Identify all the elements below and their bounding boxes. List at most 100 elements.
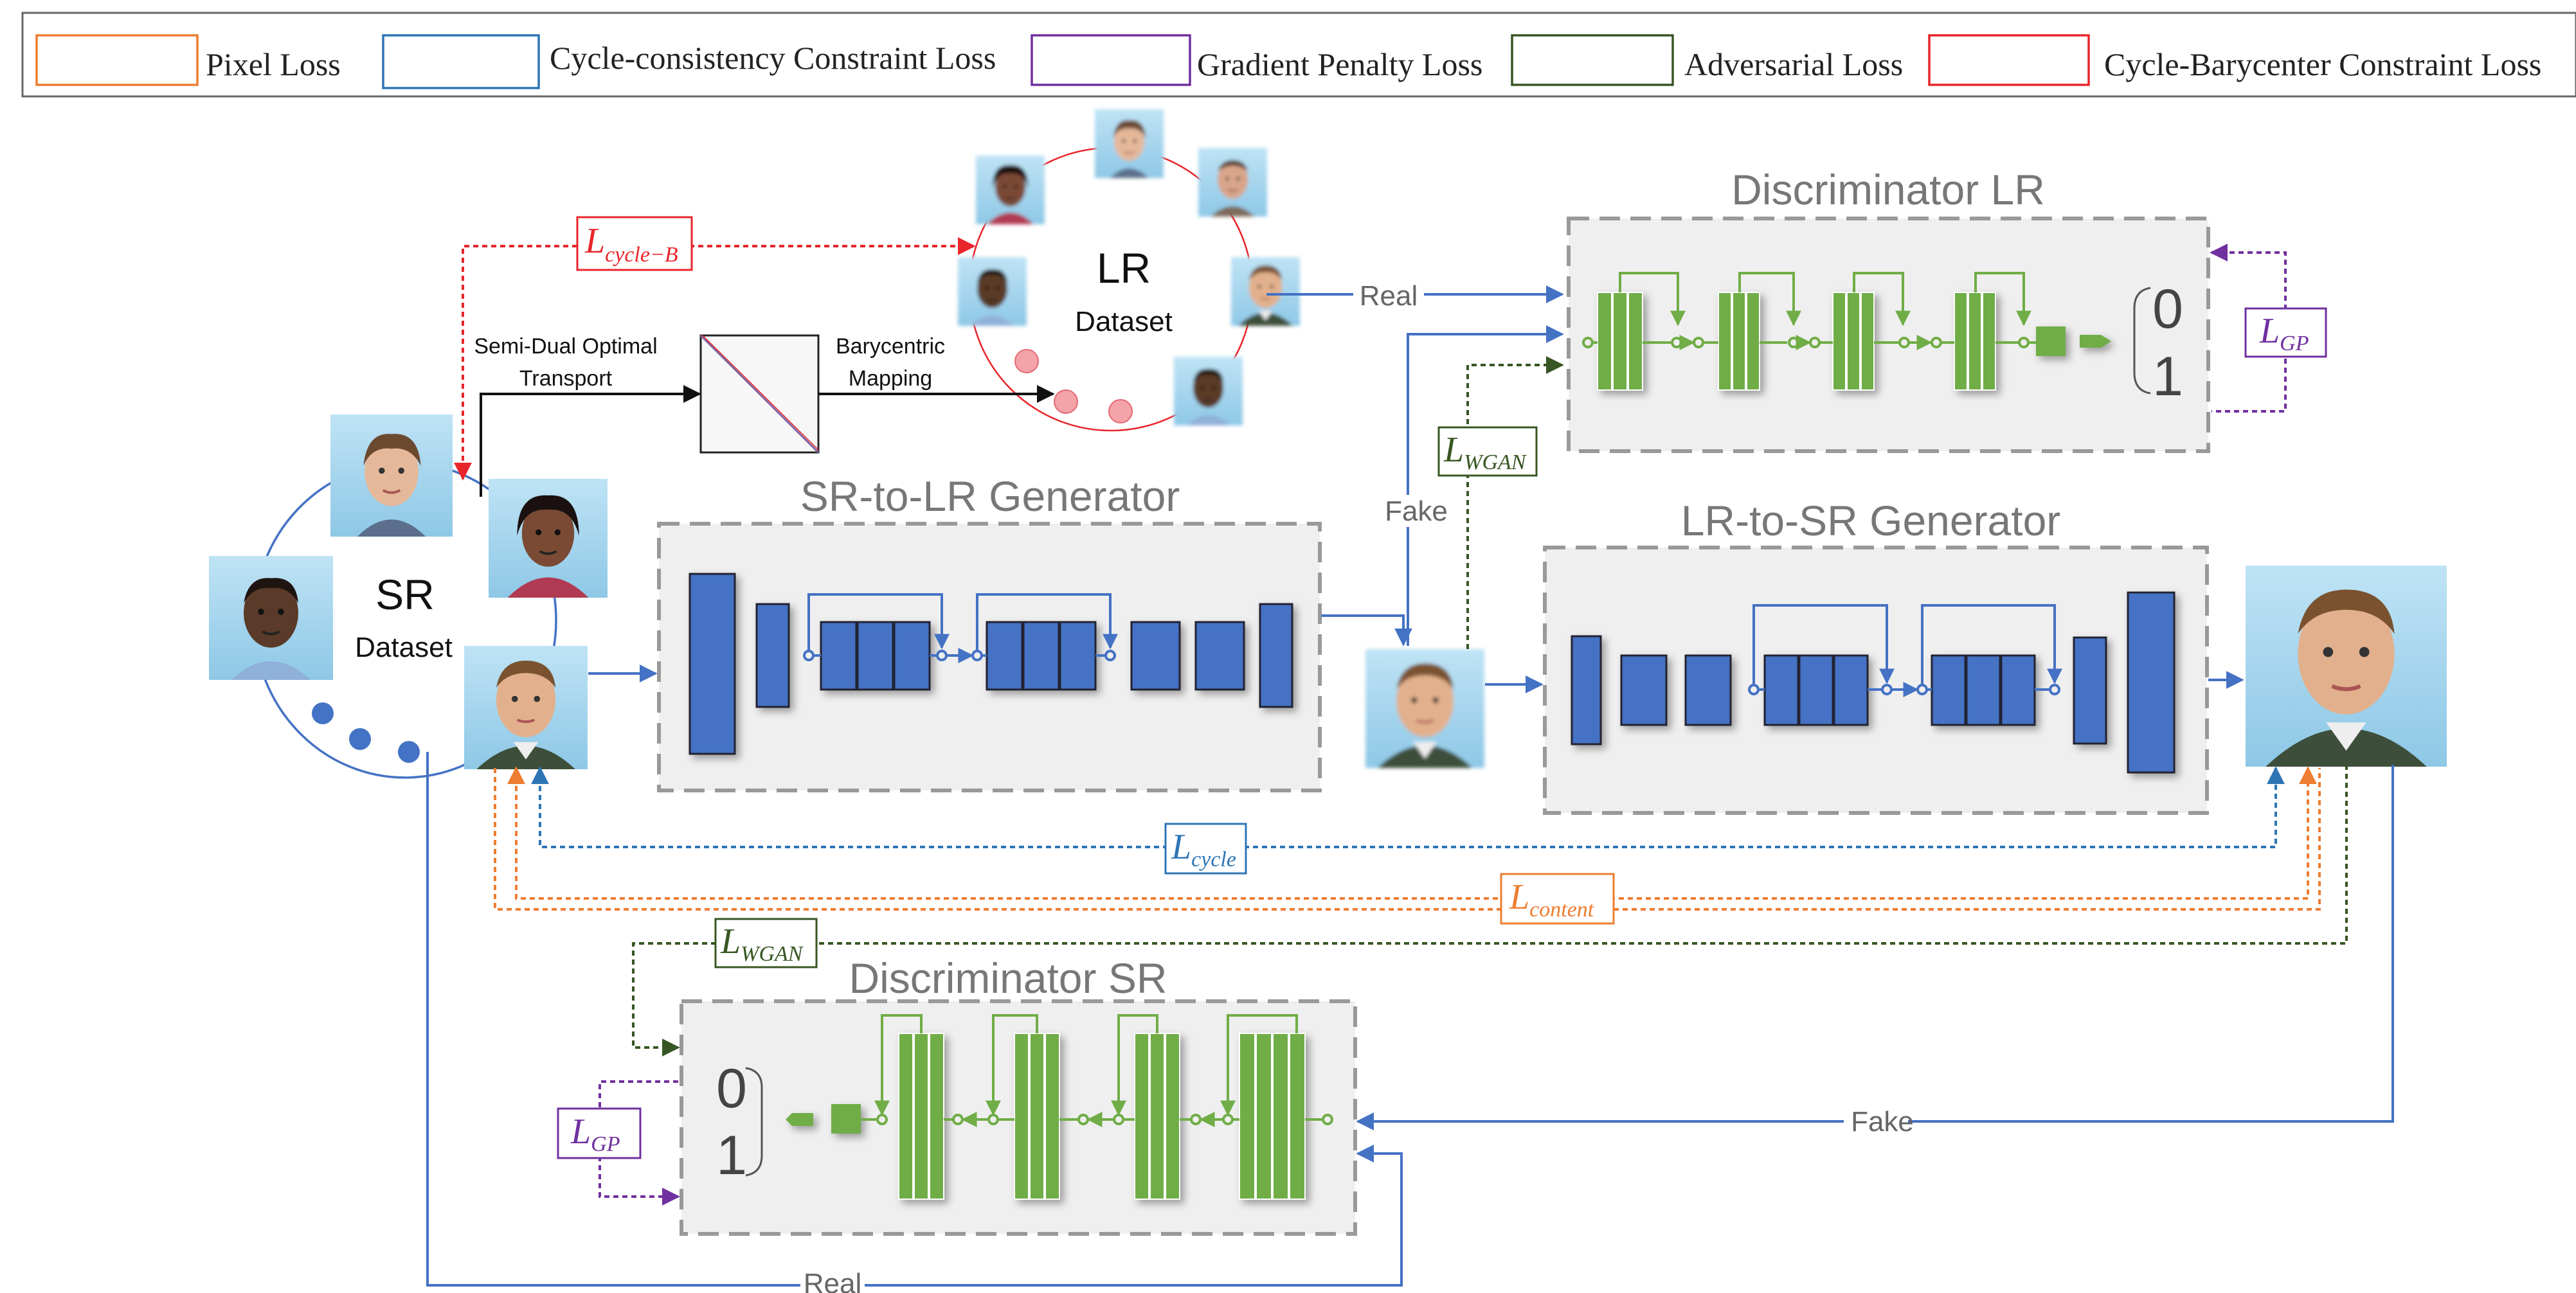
svg-text:LGP: LGP — [570, 1112, 620, 1156]
lr-dataset-word: Dataset — [1075, 306, 1173, 337]
fake-top-label-bg — [1381, 495, 1442, 527]
discriminator-lr: Discriminator LR — [1567, 166, 2210, 453]
pixel-loss-swatch — [35, 34, 199, 86]
legend-bary-loss: Cycle-Barycenter Constraint Loss — [2104, 46, 2541, 82]
real-sr-arrow — [426, 752, 1403, 1287]
gp-loss-swatch — [1031, 34, 1191, 86]
disc-lr-output-zero: 0 — [2152, 278, 2183, 340]
loss-label-gp-sr: LGP — [557, 1107, 642, 1159]
face-photo-icon — [329, 413, 454, 538]
sr-sample-dot — [398, 741, 420, 763]
sr-dataset-word: Dataset — [355, 632, 453, 663]
legend-adv-loss: Adversarial Loss — [1684, 46, 1903, 82]
face-photo-icon — [487, 477, 609, 599]
discriminator-sr: Discriminator SR — [680, 954, 1357, 1236]
loss-label-wgan-sr: LWGAN — [714, 918, 818, 968]
real-bottom-label: Real — [804, 1268, 862, 1293]
content-loss-symbol: L — [1509, 877, 1529, 917]
loss-label-cycle-b: Lcycle−B — [576, 216, 693, 271]
cycle-loss-subscript: cycle — [1191, 848, 1236, 871]
svg-text:Lcontent: Lcontent — [1509, 877, 1595, 922]
svg-text:Lcycle: Lcycle — [1171, 827, 1236, 871]
sr-sample-dot — [312, 702, 334, 724]
gen-sr-lr-layers — [689, 573, 1293, 755]
sr-sample-dot — [349, 728, 371, 750]
cycle-b-loss-symbol: L — [584, 221, 605, 261]
gp-sr-loss-subscript: GP — [591, 1132, 620, 1156]
lr-sample-dot — [1108, 399, 1133, 424]
face-photo-icon — [1197, 147, 1268, 218]
cycle-loss-line — [531, 766, 2285, 848]
fake-bottom-label: Fake — [1851, 1106, 1914, 1137]
fake-lr-arrow — [1407, 325, 1564, 646]
disc-sr-skips — [861, 1014, 1333, 1127]
disc-lr-skips — [1582, 272, 2036, 350]
loss-label-gp-lr: LGP — [2244, 307, 2327, 358]
content-loss-line-outer — [494, 768, 2321, 911]
transport-left-line2: Transport — [519, 366, 613, 391]
face-photo-icon — [208, 555, 334, 681]
disc-sr-layers — [786, 1033, 1306, 1200]
wgan-lr-loss-line — [1466, 356, 1564, 649]
real-bottom-label-bg — [800, 1269, 865, 1293]
real-top-label-bg — [1353, 278, 1424, 310]
legend-gp-loss: Gradient Penalty Loss — [1197, 46, 1482, 82]
wgan-sr-loss-subscript: WGAN — [741, 942, 804, 966]
disc-lr-bracket — [2133, 287, 2151, 395]
face-photo-icon — [1230, 256, 1301, 327]
face-photo-icon — [2246, 566, 2447, 767]
fake-bottom-label-bg — [1844, 1105, 1908, 1137]
generator-sr-to-lr: SR-to-LR Generator — [657, 472, 1322, 792]
gen-lr-sr-skips — [1748, 604, 2062, 697]
disc-sr-title: Discriminator SR — [849, 954, 1167, 1002]
wgan-lr-loss-subscript: WGAN — [1464, 450, 1527, 474]
gen-sr-lr-title: SR-to-LR Generator — [800, 472, 1180, 520]
sr-dataset: SR Dataset — [208, 413, 609, 779]
generator-lr-to-sr: LR-to-SR Generator — [1543, 497, 2209, 815]
fake-top-label: Fake — [1385, 495, 1448, 527]
face-photo-icon — [975, 154, 1046, 226]
wgan-sr-loss-symbol: L — [720, 922, 741, 961]
disc-sr-bracket — [745, 1067, 763, 1177]
gp-lr-loss-subscript: GP — [2280, 332, 2309, 355]
face-photo-icon — [1173, 355, 1244, 427]
generator-to-lr-image-arrow — [1321, 614, 1412, 646]
transport-right-line1: Barycentric — [836, 334, 945, 359]
transport-left-line1: Semi-Dual Optimal — [474, 334, 657, 359]
cycle-loss-swatch — [382, 34, 540, 89]
face-photo-icon — [463, 645, 589, 771]
svg-text:Lcycle−B: Lcycle−B — [584, 221, 678, 267]
real-top-label: Real — [1360, 280, 1418, 312]
transport-right-line2: Mapping — [849, 366, 932, 391]
adv-loss-swatch — [1511, 34, 1674, 86]
cycle-b-loss-subscript: cycle−B — [605, 243, 678, 267]
lr-dataset-abbr: LR — [1097, 244, 1151, 292]
gen-sr-lr-skips — [803, 593, 1118, 663]
disc-lr-output-one: 1 — [2152, 346, 2183, 407]
legend-frame — [21, 12, 2576, 98]
face-photo-icon — [957, 256, 1028, 327]
bary-loss-swatch — [1928, 34, 2090, 86]
legend-cycle-loss: Cycle-consistency Constraint Loss — [550, 40, 996, 76]
loss-label-content: Lcontent — [1500, 873, 1615, 925]
loss-label-cycle: Lcycle — [1164, 823, 1247, 875]
content-loss-subscript: content — [1529, 898, 1595, 922]
svg-text:LWGAN: LWGAN — [1443, 430, 1527, 474]
legend-pixel-loss: Pixel Loss — [206, 46, 341, 82]
gen-lr-sr-layers — [1571, 591, 2175, 774]
lr-sample-dot — [1054, 389, 1078, 414]
disc-sr-output-zero: 0 — [716, 1058, 747, 1119]
legend: Pixel Loss Cycle-consistency Constraint … — [21, 12, 2576, 98]
svg-text:LGP: LGP — [2259, 311, 2309, 355]
flow-arrows — [426, 285, 2394, 1287]
lr-dataset: LR Dataset — [957, 108, 1301, 432]
gp-sr-loss-symbol: L — [570, 1112, 591, 1152]
disc-lr-frame — [1567, 217, 2210, 453]
svg-text:LWGAN: LWGAN — [720, 922, 804, 966]
face-photo-icon — [1094, 108, 1165, 179]
fake-sr-arrow — [1356, 765, 2394, 1130]
cycle-loss-symbol: L — [1171, 827, 1191, 867]
loss-label-wgan-lr: LWGAN — [1437, 426, 1538, 477]
lr-sample-dot — [1014, 349, 1039, 373]
